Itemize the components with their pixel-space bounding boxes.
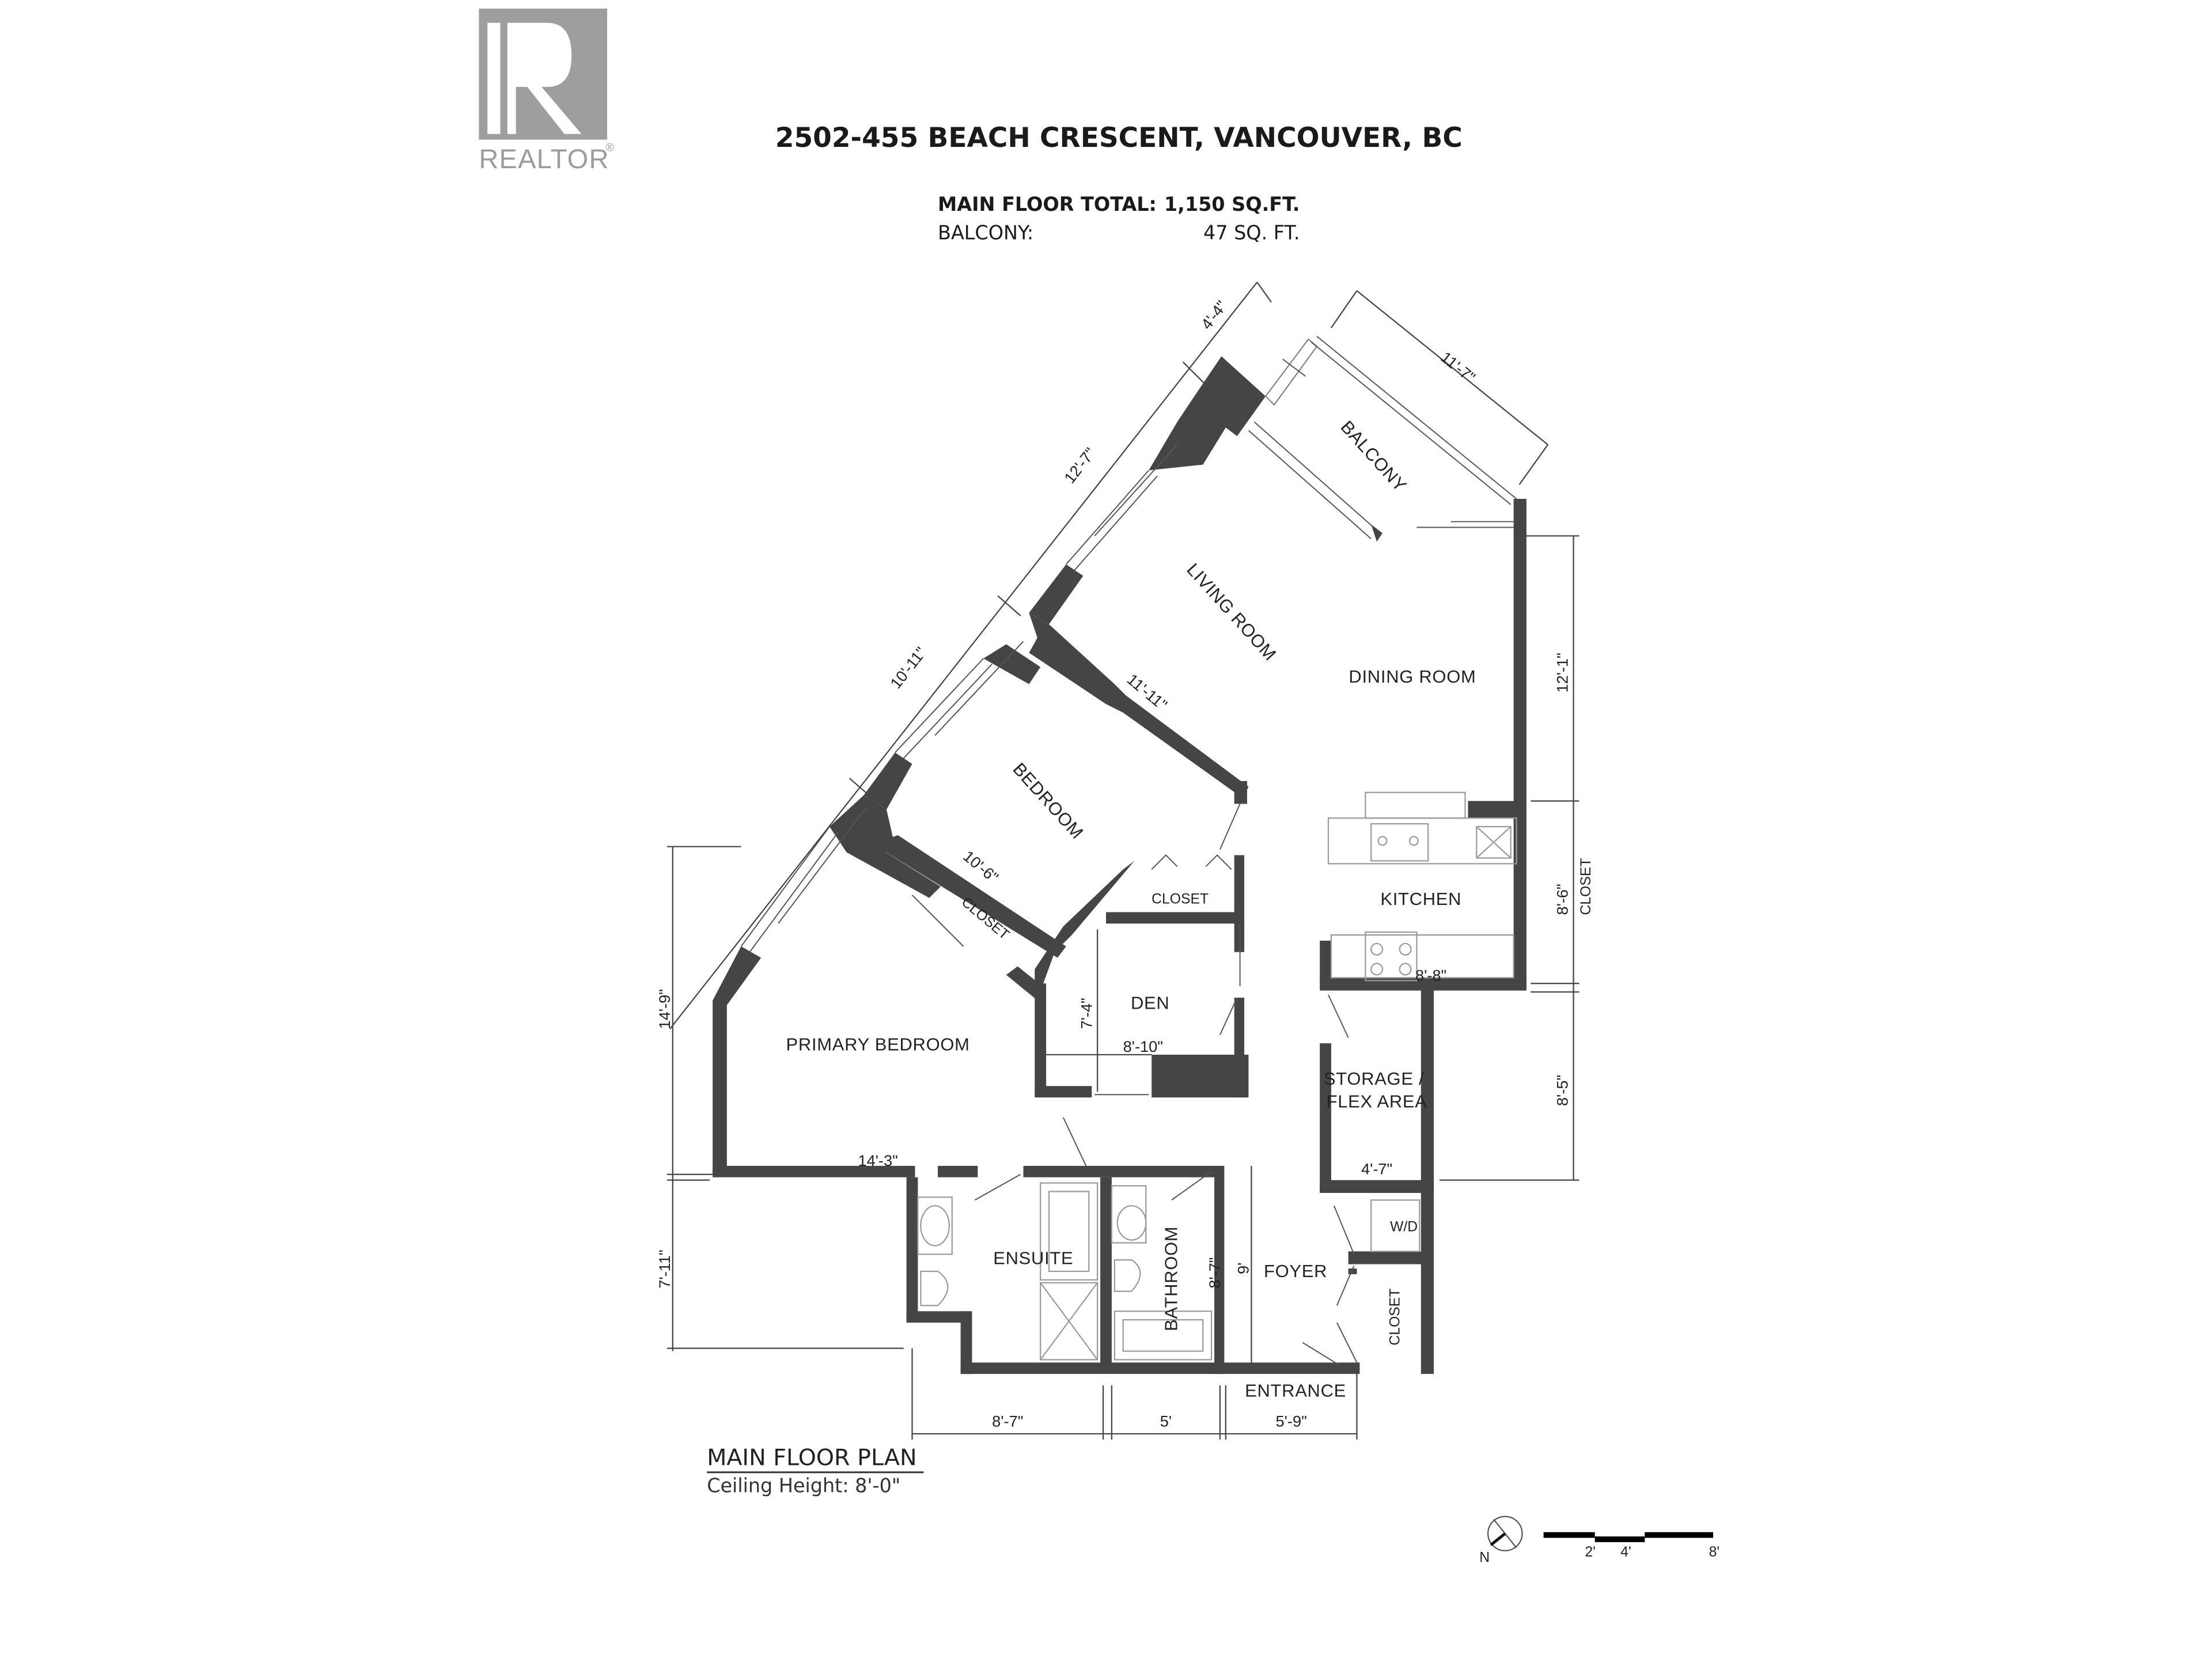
room-label-dining-room: DINING ROOM xyxy=(1349,666,1476,687)
room-label-primary-bedroom: PRIMARY BEDROOM xyxy=(786,1035,970,1055)
main-floor-total-label: MAIN FLOOR TOTAL: xyxy=(938,193,1157,215)
dim-storage-width: 4'-7" xyxy=(1361,1160,1392,1178)
dim-bedroom-window: 10'-11" xyxy=(887,643,930,692)
dim-storage-height: 8'-5" xyxy=(1554,1075,1571,1106)
room-label-bathroom: BATHROOM xyxy=(1161,1226,1181,1331)
ceiling-height: Ceiling Height: 8'-0" xyxy=(707,1475,900,1497)
room-label-den: DEN xyxy=(1131,993,1169,1013)
realtor-logo-text: REALTOR xyxy=(479,143,609,174)
dim-kitchen-width: 8'-8" xyxy=(1415,966,1446,984)
dim-foyer-height: 9' xyxy=(1234,1263,1252,1274)
balcony-area-value: 47 SQ. FT. xyxy=(1203,222,1300,244)
room-label-foyer: FOYER xyxy=(1264,1261,1327,1281)
main-floor-total-value: 1,150 SQ.FT. xyxy=(1164,193,1300,215)
room-label-ensuite: ENSUITE xyxy=(993,1248,1073,1268)
room-label-bedroom-closet: CLOSET xyxy=(1152,892,1209,907)
dim-entrance-width: 5'-9" xyxy=(1276,1412,1307,1430)
dim-primary-height: 14'-9" xyxy=(656,989,673,1029)
scale-tick-8: 8' xyxy=(1709,1544,1719,1560)
room-label-kitchen: KITCHEN xyxy=(1380,889,1461,909)
realtor-logo: REALTOR ® xyxy=(479,8,615,174)
room-label-storage-line2: FLEX AREA xyxy=(1327,1091,1427,1111)
north-compass-icon: N xyxy=(1479,1516,1523,1566)
room-label-foyer-closet: CLOSET xyxy=(1388,1289,1403,1346)
registered-mark: ® xyxy=(606,141,615,154)
balcony-outline xyxy=(1248,336,1517,542)
dim-den-width: 8'-10" xyxy=(1123,1037,1163,1055)
room-label-wd: W/D xyxy=(1390,1219,1418,1235)
room-label-bedroom: BEDROOM xyxy=(1009,759,1087,843)
walls xyxy=(713,356,1527,1374)
dim-top-segment: 4'-4" xyxy=(1197,297,1230,333)
room-label-storage-line1: STORAGE / xyxy=(1324,1069,1424,1089)
property-address: 2502-455 BEACH CRESCENT, VANCOUVER, BC xyxy=(775,122,1463,154)
scale-tick-4: 4' xyxy=(1620,1544,1631,1560)
dim-primary-width: 14'-3" xyxy=(858,1152,897,1169)
room-label-living-room: LIVING ROOM xyxy=(1183,559,1280,665)
scale-tick-2: 2' xyxy=(1585,1544,1595,1560)
dim-den-height: 7'-4" xyxy=(1077,998,1095,1029)
dim-dining-height: 12'-1" xyxy=(1554,653,1571,692)
dim-living-window: 12'-7" xyxy=(1060,444,1099,487)
doors xyxy=(911,804,1358,1366)
windows xyxy=(740,444,1178,953)
dim-balcony-width: 11'-7" xyxy=(1437,348,1479,386)
dim-bathroom-width: 5' xyxy=(1160,1412,1172,1430)
dim-bathroom-height: 8'-7" xyxy=(1206,1257,1224,1289)
balcony-area-label: BALCONY: xyxy=(938,222,1033,244)
dim-ensuite-width: 8'-7" xyxy=(992,1412,1023,1430)
north-label: N xyxy=(1479,1550,1490,1566)
scale-bar: 2' 4' 8' xyxy=(1543,1532,1719,1560)
room-label-balcony: BALCONY xyxy=(1337,417,1411,496)
fixtures xyxy=(917,791,1517,1361)
dim-ensuite-height: 7'-11" xyxy=(656,1249,673,1288)
dimension-lines xyxy=(666,282,1580,1440)
plan-title: MAIN FLOOR PLAN xyxy=(707,1445,916,1471)
room-label-right-closet: CLOSET xyxy=(1578,858,1594,915)
room-label-entrance: ENTRANCE xyxy=(1245,1381,1346,1401)
dim-kitchen-height: 8'-6" xyxy=(1554,884,1571,915)
